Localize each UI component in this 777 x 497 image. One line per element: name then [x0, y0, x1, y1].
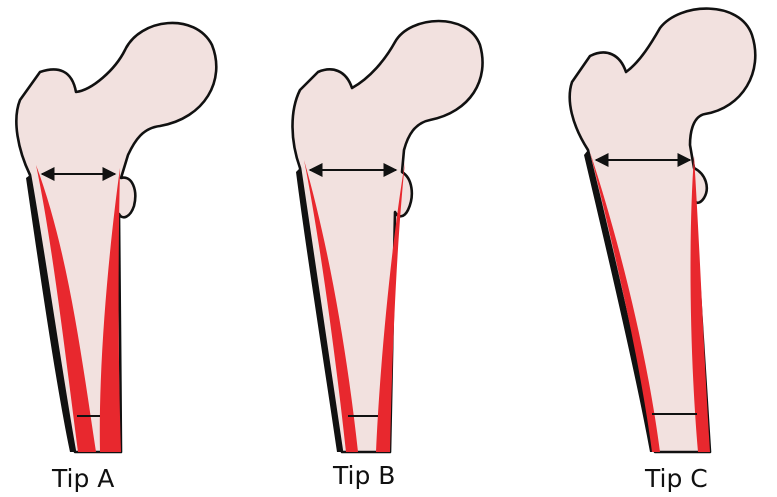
femur-c-label: Tip C: [644, 464, 708, 493]
femur-c: Tip C: [570, 9, 756, 493]
femur-a-label: Tip A: [51, 464, 114, 493]
femur-c-bone: [570, 9, 756, 452]
femur-b: Tip B: [293, 21, 483, 490]
femur-a: Tip A: [16, 23, 216, 493]
femur-b-label: Tip B: [332, 461, 395, 490]
